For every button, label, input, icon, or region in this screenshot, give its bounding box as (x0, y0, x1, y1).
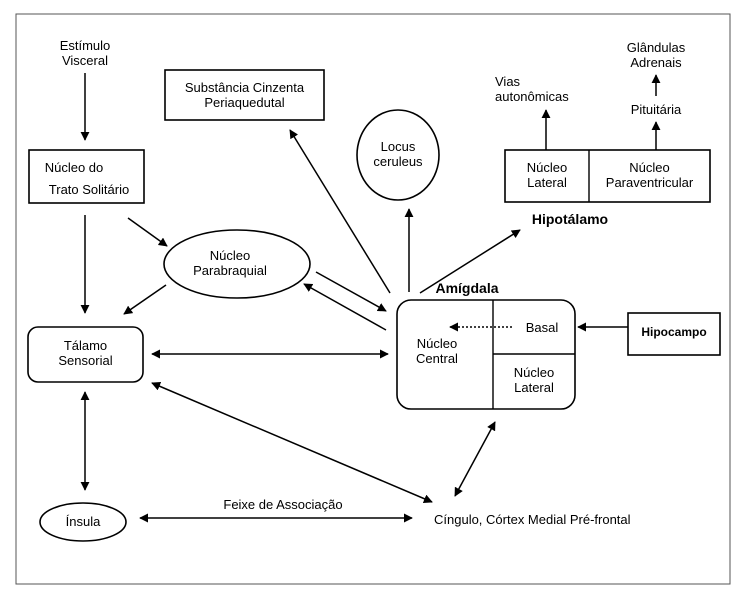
label-feixe-associacao: Feixe de Associação (223, 497, 343, 512)
outer-frame (15, 13, 731, 585)
label-substancia-cinzenta: Substância Cinzenta Periaquedutal (184, 80, 305, 110)
label-glandulas-adrenais: Glândulas Adrenais (626, 40, 686, 70)
label-insula: Ínsula (65, 514, 101, 529)
label-pituitaria: Pituitária (630, 102, 682, 117)
arrow-amigdala-to-parabraquial (303, 283, 387, 331)
arrow-trato-to-parabraquial (127, 217, 168, 247)
box-nucleo-trato-solitario (28, 149, 145, 204)
arrow-talamo-cingulo (151, 382, 433, 503)
label-cingulo-cortex: Cíngulo, Córtex Medial Pré-frontal (434, 512, 631, 527)
label-basal: Basal (525, 320, 559, 335)
label-nucleo-paraventricular: Núcleo Paraventricular (605, 160, 694, 190)
arrow-amigdala-cingulo (454, 421, 496, 497)
ellipse-parabraquial (163, 229, 311, 299)
arrow-parabraquial-to-amigdala (315, 271, 387, 312)
label-parabraquial: Núcleo Parabraquial (193, 248, 267, 278)
box-hipotalamo (504, 149, 711, 203)
label-trato-solitario: Trato Solitário (48, 182, 130, 197)
label-vias-autonomicas: Vias autonômicas (495, 74, 569, 104)
arrow-amigdala-to-hipotalamo (419, 229, 521, 294)
label-estimulo-visceral: Estímulo Visceral (59, 38, 111, 68)
label-talamo-sensorial: Tálamo Sensorial (58, 338, 113, 368)
box-talamo (27, 326, 144, 383)
label-locus-ceruleus: Locus ceruleus (373, 139, 423, 169)
label-amigdala: Amígdala (435, 280, 499, 296)
label-nucleo-central: Núcleo Central (416, 336, 458, 366)
arrow-amigdala-to-substancia (289, 129, 391, 294)
box-hipocampo (627, 312, 721, 356)
arrow-parabraquial-to-talamo (123, 284, 167, 315)
label-hipotalamo: Hipotálamo (531, 211, 609, 227)
ellipse-insula (39, 502, 127, 542)
label-nucleo-lateral-hipotalamo: Núcleo Lateral (526, 160, 568, 190)
label-nucleo-lateral-amigdala: Núcleo Lateral (513, 365, 555, 395)
label-hipocampo: Hipocampo (641, 325, 707, 339)
box-substancia-cinzenta (164, 69, 325, 121)
label-nucleo-do: Núcleo do (44, 160, 104, 175)
ellipse-locus-ceruleus (356, 109, 440, 201)
